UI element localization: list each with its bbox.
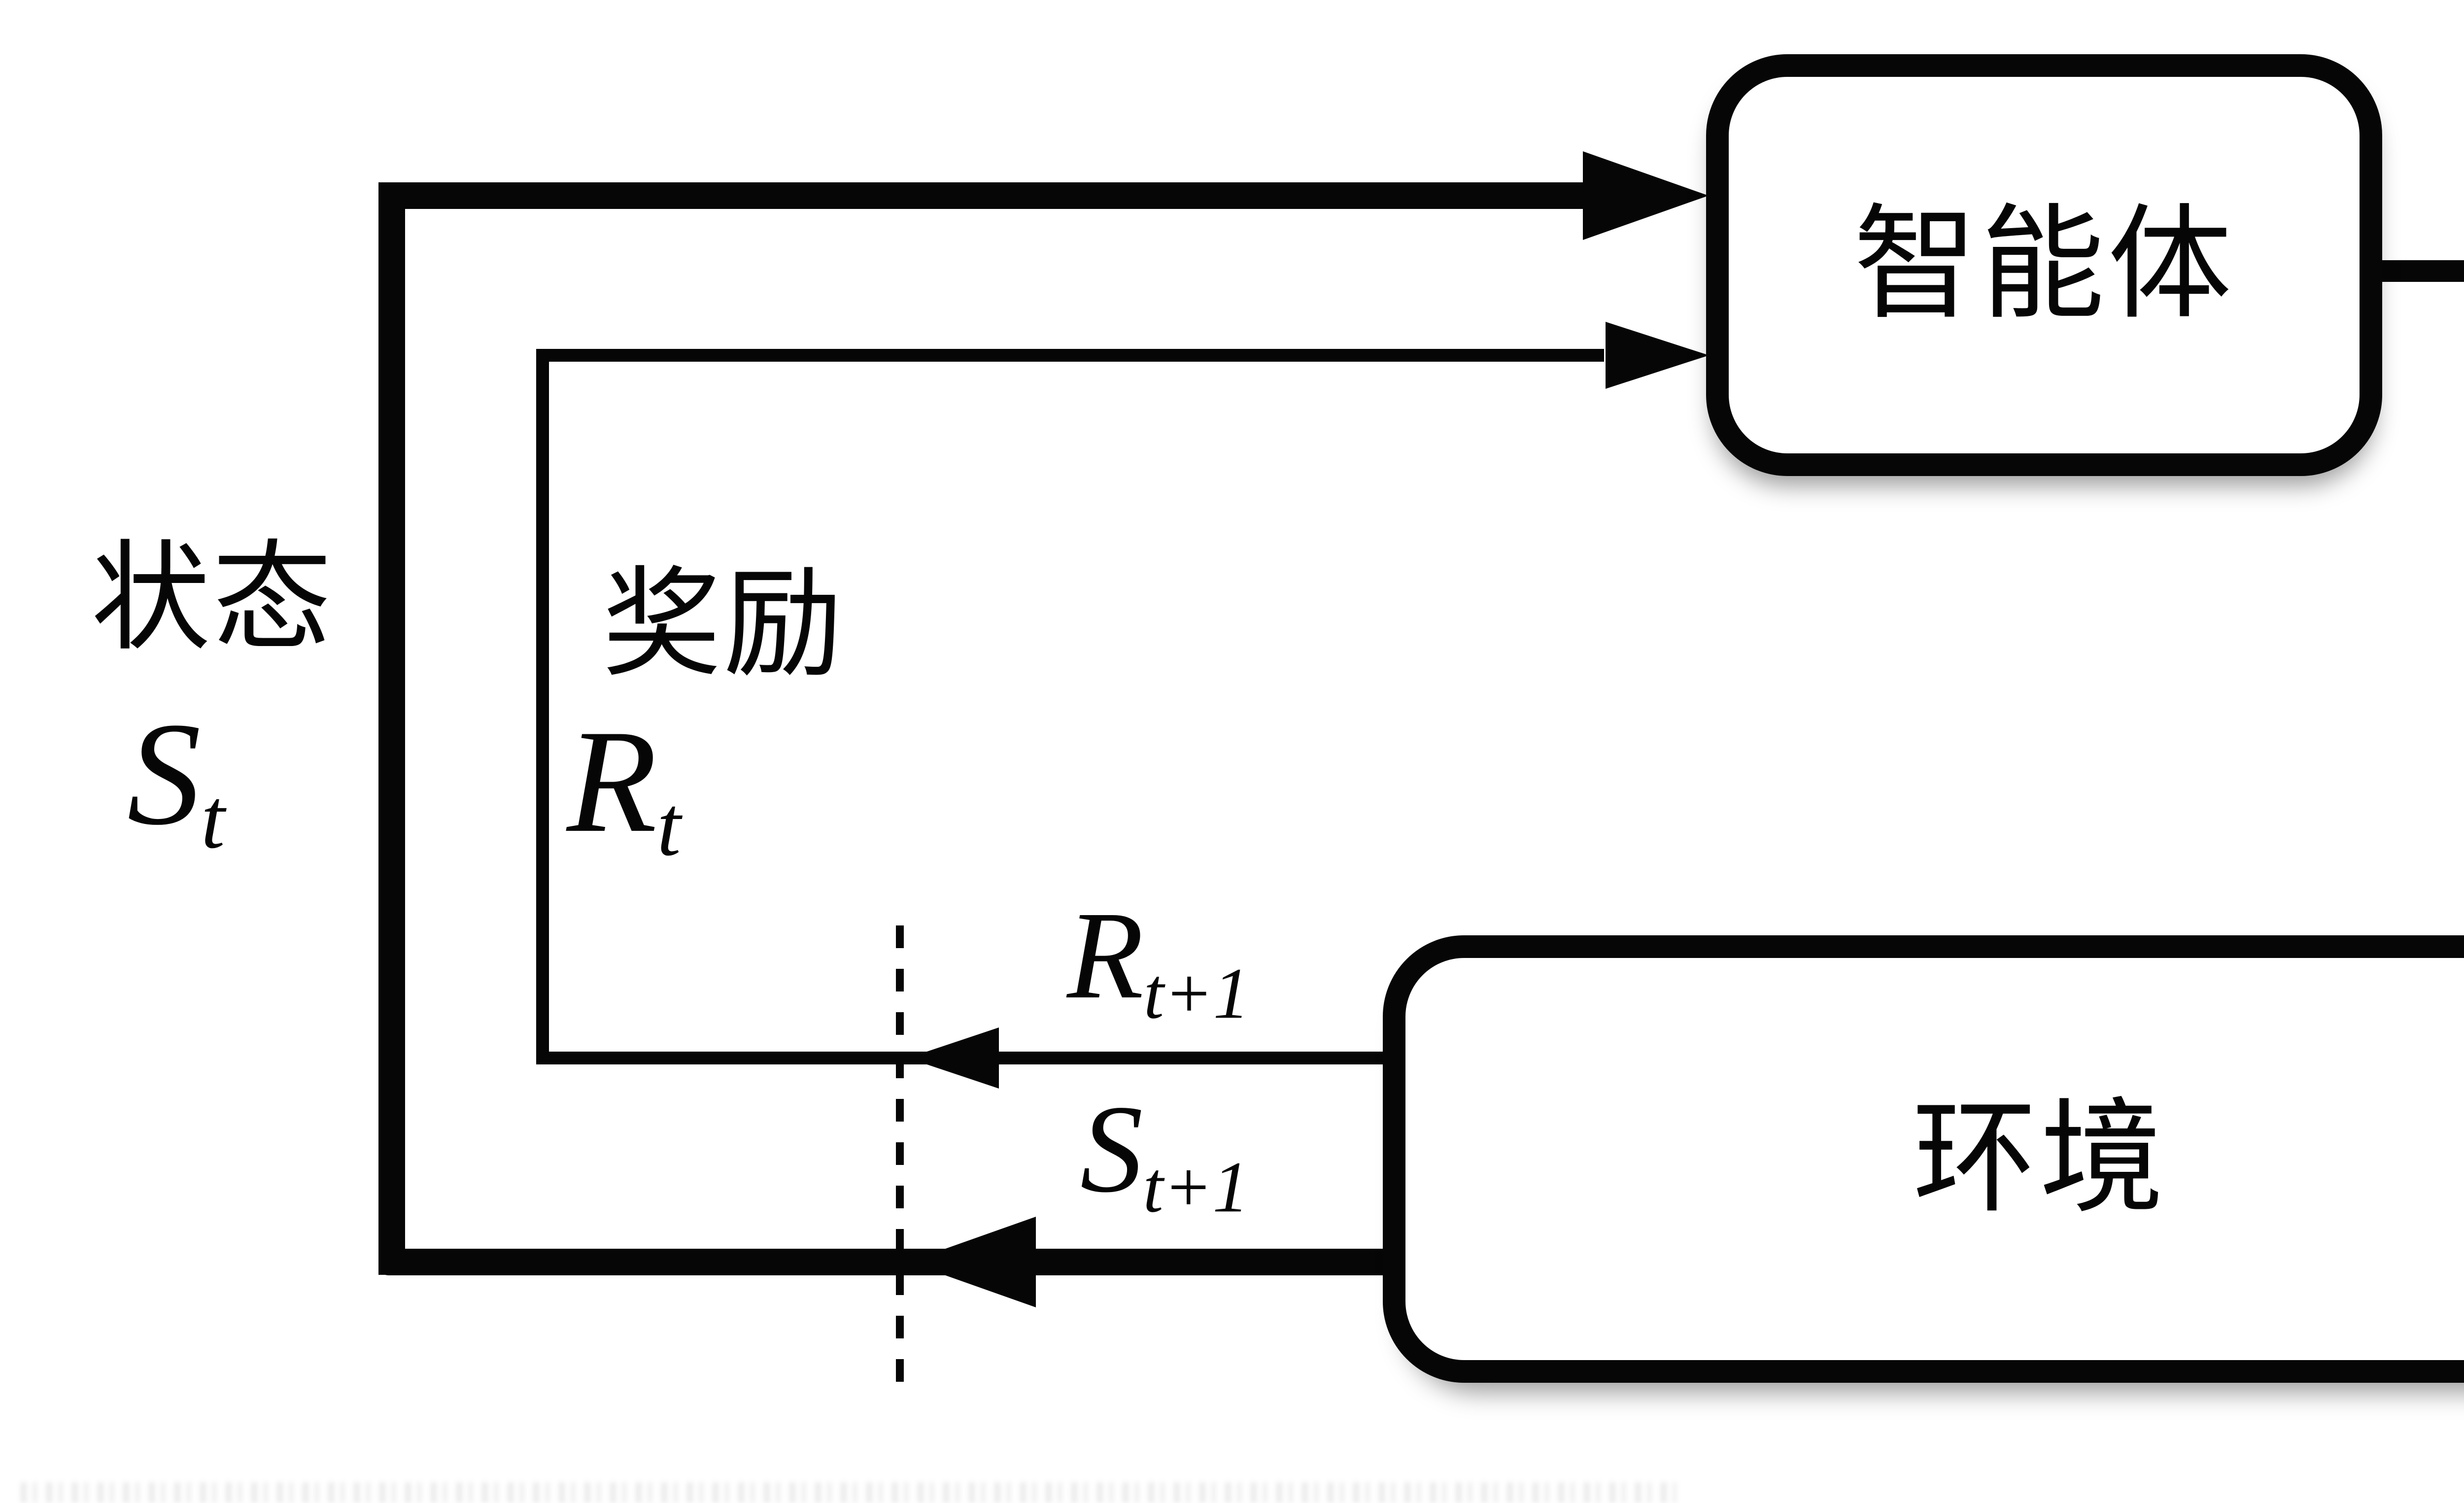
arrowhead-state-into-agent-icon	[1583, 151, 1709, 240]
reward-symbol-main: R	[567, 699, 657, 863]
state-symbol-main: S	[127, 692, 201, 855]
arrowhead-next-reward-at-boundary-icon	[908, 1027, 999, 1089]
state-symbol-subscript: t	[201, 771, 225, 866]
agent-box: 智能体	[1706, 54, 2382, 476]
next-reward-symbol-subscript: t+1	[1143, 953, 1250, 1034]
reward-symbol: Rt	[567, 707, 681, 869]
reward-label: 奖励	[602, 559, 845, 691]
action-line-top	[2382, 260, 2464, 282]
state-symbol: St	[127, 700, 225, 862]
next-state-symbol-subscript: t+1	[1143, 1146, 1249, 1228]
reward-symbol-subscript: t	[657, 778, 681, 874]
state-label: 状态	[91, 533, 334, 665]
next-state-symbol-main: S	[1080, 1080, 1143, 1219]
reward-line-vertical	[536, 349, 549, 1064]
environment-box: 环境	[1383, 935, 2464, 1383]
reward-line-top	[536, 349, 1604, 362]
arrowhead-reward-into-agent-icon	[1606, 322, 1709, 389]
cropped-caption-remnant	[21, 1482, 1677, 1503]
next-state-symbol: St+1	[1080, 1087, 1249, 1224]
state-line-vertical	[378, 182, 405, 1275]
next-reward-symbol: Rt+1	[1067, 893, 1250, 1030]
environment-box-label: 环境	[1912, 1090, 2167, 1228]
state-line-top	[378, 182, 1597, 209]
agent-box-label: 智能体	[1853, 196, 2235, 334]
arrowhead-next-state-at-boundary-icon	[908, 1217, 1036, 1307]
time-boundary-dashed-line	[896, 925, 904, 1383]
next-reward-symbol-main: R	[1067, 886, 1144, 1025]
state-line-bottom	[378, 1249, 1383, 1275]
